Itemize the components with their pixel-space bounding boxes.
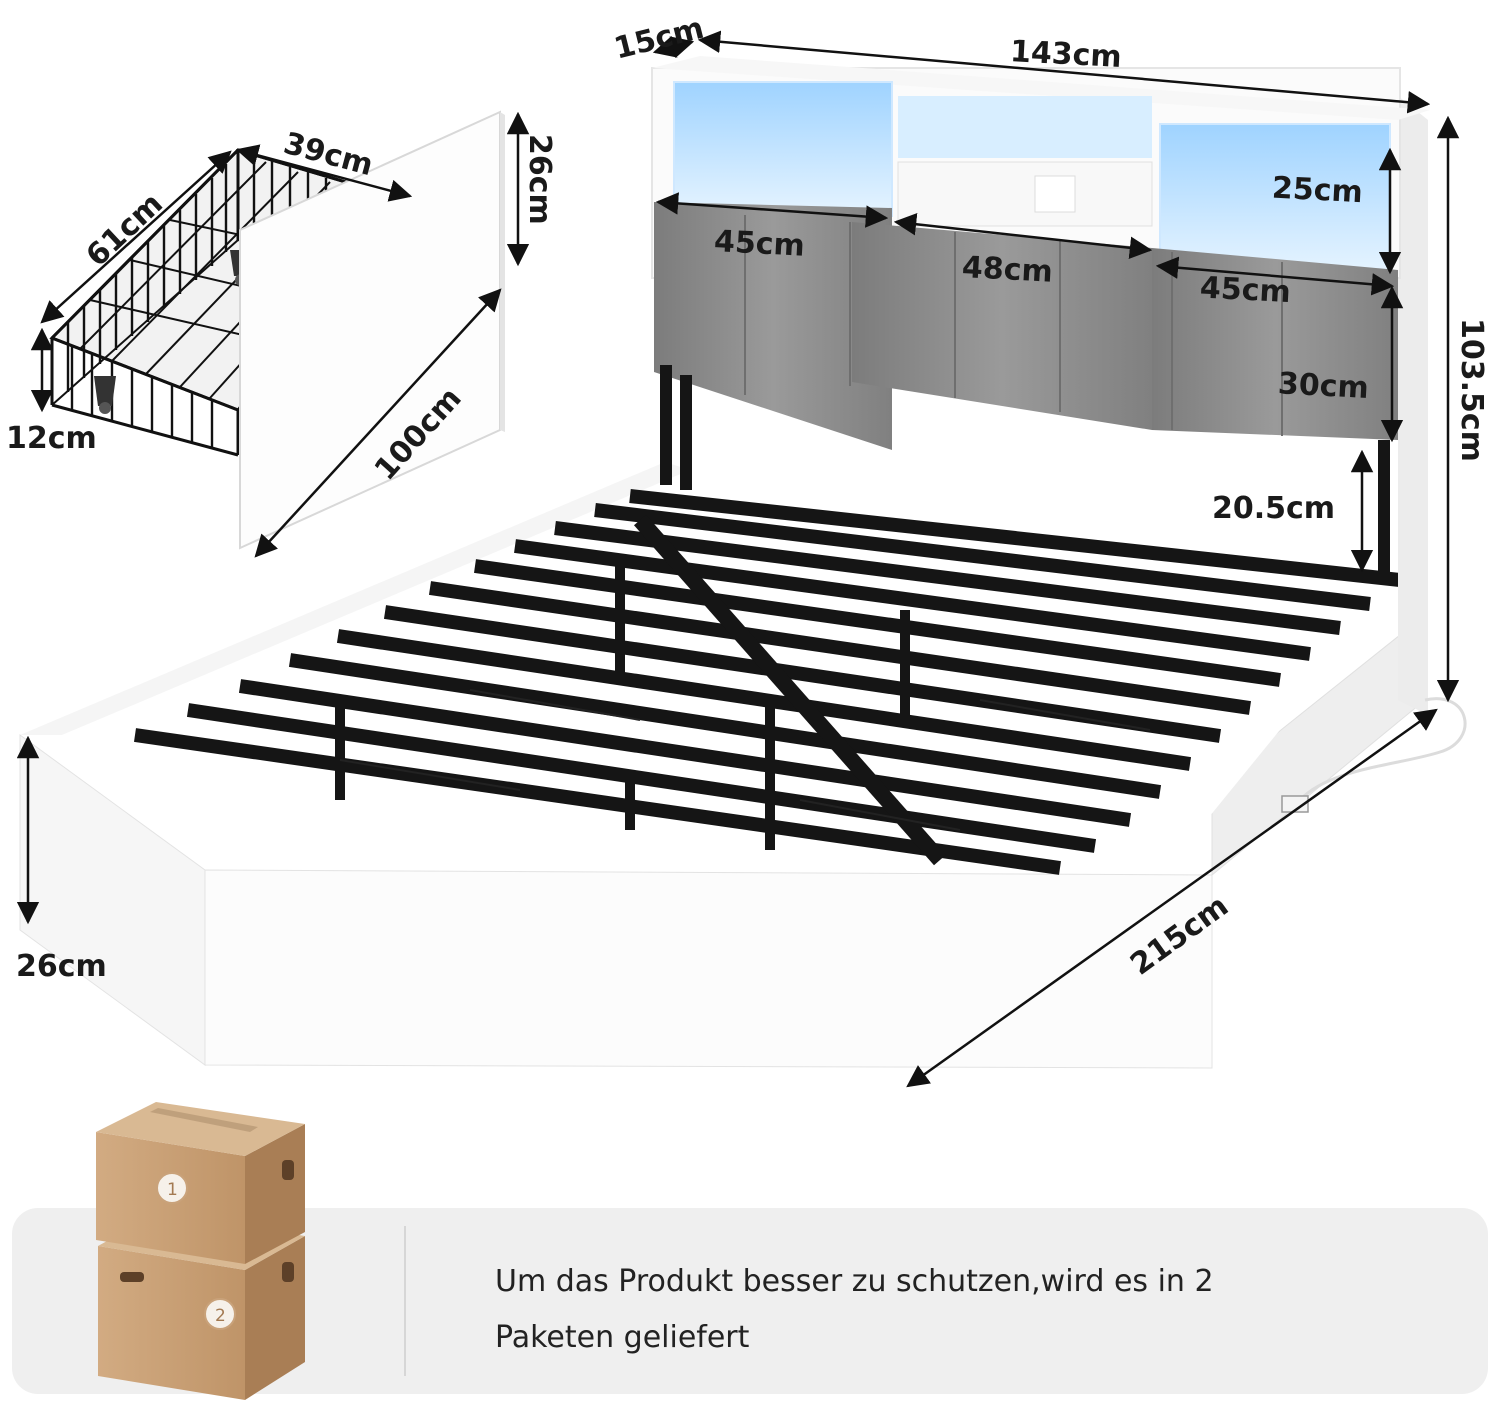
- box-2-number: 2: [215, 1306, 226, 1326]
- label-shelf-height: 25cm: [1271, 171, 1364, 211]
- bed-frame: [19, 462, 1426, 1069]
- box-2-badge: [204, 1298, 236, 1330]
- label-frame-height: 26cm: [16, 949, 107, 984]
- info-panel-bg: [12, 1208, 1488, 1394]
- label-total-height: 103.5cm: [1454, 318, 1489, 462]
- label-clearance-height: 20.5cm: [1212, 491, 1335, 526]
- label-drawer-height: 12cm: [6, 421, 97, 456]
- package-boxes: 1 2: [96, 1102, 305, 1400]
- box-1-badge: [156, 1172, 188, 1204]
- label-panel-right-width: 45cm: [1199, 270, 1292, 310]
- label-panel-center-width: 48cm: [961, 250, 1054, 290]
- label-panel-left-width: 45cm: [713, 224, 806, 264]
- package-info-line-2: Paketen geliefert: [495, 1320, 750, 1355]
- package-info-text: Um das Produkt besser zu schutzen,wird e…: [495, 1254, 1395, 1366]
- package-info-line-1: Um das Produkt besser zu schutzen,wird e…: [495, 1264, 1214, 1299]
- label-headboard-width: 143cm: [1009, 34, 1122, 75]
- dimension-arrows: [16, 30, 1460, 1088]
- label-panel-height: 30cm: [1277, 366, 1370, 406]
- label-drawer-panel-height: 26cm: [522, 134, 557, 225]
- box-1-number: 1: [167, 1180, 178, 1200]
